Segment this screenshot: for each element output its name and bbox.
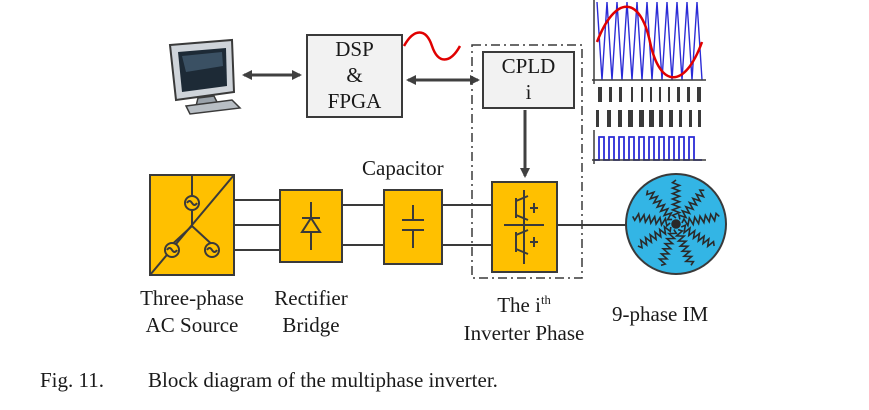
capacitor-label: Capacitor [362, 156, 444, 180]
figure-number: Fig. 11. [40, 368, 104, 392]
cpld-label-line1: CPLD [501, 54, 556, 78]
sine-wave-icon [402, 31, 462, 61]
dsp-label-line1: DSP [335, 37, 374, 61]
inverter-label-line1: The ith [444, 286, 604, 319]
pwm-waveforms [592, 0, 706, 164]
capacitor-block [383, 189, 443, 265]
rectifier-block [279, 189, 343, 263]
motor-winding-3 [681, 211, 720, 228]
motor-winding-1 [670, 179, 682, 219]
monitor-icon [168, 38, 242, 115]
motor-winding-6 [657, 229, 678, 267]
diode-icon [300, 202, 322, 250]
figure-caption: Fig. 11. Block diagram of the multiphase … [40, 368, 498, 393]
cpld-block [482, 51, 575, 109]
dc-bus-lines [342, 204, 492, 246]
pwm-pulse-row-2 [596, 110, 701, 127]
cpld-label-line2: i [525, 80, 532, 104]
pwm-pulse-row-1 [598, 87, 701, 102]
inverter-phase-block [491, 181, 558, 273]
rectifier-label-line1: Rectifier [274, 286, 348, 310]
capacitor-icon [402, 205, 424, 248]
motor-neutral-point [671, 219, 681, 229]
ac-source-icon [149, 174, 235, 276]
ac-lines [234, 199, 280, 251]
cpld-label: CPLD i [483, 53, 574, 105]
source-label-line2: AC Source [145, 313, 239, 337]
reference-sine-wave [595, 5, 704, 79]
figure-caption-text: Block diagram of the multiphase inverter… [148, 368, 498, 392]
inverter-label: The ith Inverter Phase [444, 286, 604, 347]
motor-winding-4 [680, 224, 715, 249]
inverter-label-prefix: The i [497, 293, 541, 317]
motor-9-phase [625, 173, 727, 275]
pwm-pulse-row-3 [594, 136, 702, 161]
rectifier-label-line2: Bridge [282, 313, 340, 337]
ac-source-block [149, 174, 235, 276]
inverter-label-line2: Inverter Phase [463, 321, 585, 345]
dsp-label-line3: FPGA [327, 89, 382, 113]
inverter-label-sup: th [540, 293, 551, 307]
motor-winding-9 [645, 190, 673, 221]
motor-winding-7 [637, 224, 672, 249]
rectifier-label: Rectifier Bridge [268, 285, 354, 339]
dsp-label-line2: & [346, 63, 363, 87]
source-label: Three-phase AC Source [126, 285, 258, 339]
motor-winding-8 [631, 211, 671, 228]
source-label-line1: Three-phase [140, 286, 244, 310]
dsp-label: DSP & FPGA [307, 36, 402, 114]
igbt-icon [504, 190, 544, 264]
motor-winding-5 [674, 228, 695, 266]
motor-label: 9-phase IM [612, 302, 709, 326]
dsp-fpga-block [306, 34, 403, 118]
motor-winding-2 [677, 189, 706, 220]
motor-winding-icon [631, 179, 720, 267]
